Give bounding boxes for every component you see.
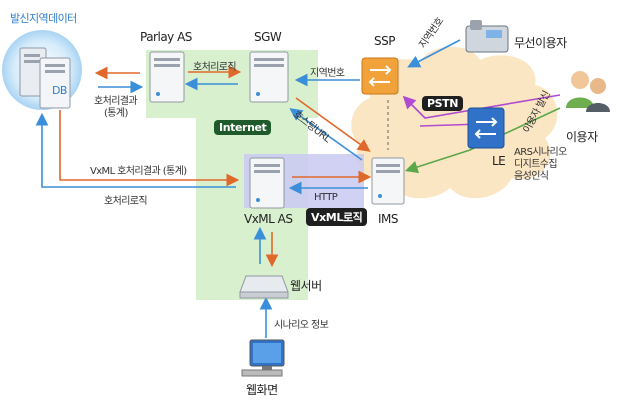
vxml-logic-badge: VxML로직	[306, 208, 368, 226]
web-screen-monitor-icon	[241, 339, 285, 377]
web-screen-label: 웹화면	[246, 383, 278, 397]
voice-recognition-label: 음성인식	[514, 171, 549, 182]
web-server-icon	[239, 275, 289, 299]
call-logic-top-label: 호처리로직	[193, 62, 237, 73]
user-person-icon	[566, 71, 610, 112]
ssp-label: SSP	[374, 34, 395, 48]
region-number-sgw-label: 지역번호	[310, 68, 345, 79]
le-switch-icon	[467, 107, 505, 149]
ars-scenario-label: ARS시나리오	[514, 147, 567, 158]
phone-icon	[465, 20, 509, 53]
le-label: LE	[492, 154, 506, 168]
parlay-as-label: Parlay AS	[140, 30, 192, 44]
http-label: HTTP	[314, 192, 338, 203]
vxml-call-result-label: VxML 호처리결과 (통계)	[90, 166, 187, 177]
pstn-badge: PSTN	[422, 96, 464, 111]
wireless-user-label: 무선이용자	[514, 36, 567, 50]
web-server-label: 웹서버	[290, 279, 322, 293]
db-label: DB	[52, 84, 67, 97]
call-logic-bottom-label: 호처리로직	[104, 196, 148, 207]
ims-label: IMS	[378, 212, 399, 226]
vxml-as-label: VxML AS	[244, 212, 293, 226]
scenario-info-label: 시나리오 정보	[274, 320, 329, 331]
internet-badge: Internet	[214, 120, 272, 135]
parlay-server-icon	[149, 51, 185, 103]
digit-collect-label: 디지트수집	[514, 159, 558, 170]
call-result-label-line2: (통계)	[104, 108, 128, 119]
vxml-server-icon	[249, 157, 285, 209]
db-group-label: 발신지역데이터	[10, 12, 77, 25]
ssp-switch-icon	[361, 57, 399, 95]
sgw-server-icon	[249, 51, 289, 103]
db-server-icon	[19, 47, 71, 109]
ims-server-icon	[371, 157, 405, 205]
user-label: 이용자	[566, 130, 598, 144]
sgw-label: SGW	[254, 30, 282, 44]
call-result-label-line1: 호처리결과	[94, 96, 138, 107]
